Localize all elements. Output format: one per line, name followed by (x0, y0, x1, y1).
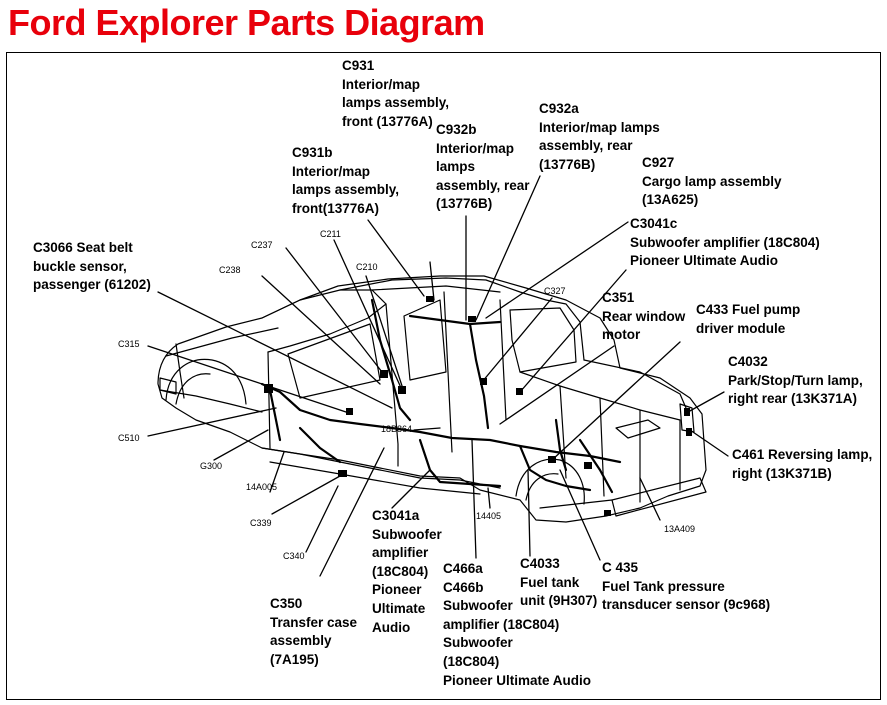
label-18b864: 18B864 (381, 424, 413, 434)
callout-c4033: C4033 Fuel tank unit (9H307) (520, 556, 598, 609)
front-wheel-arch (165, 358, 247, 405)
label-13a409: 13A409 (664, 524, 696, 534)
label-g300: G300 (200, 461, 223, 471)
label-c510: C510 (118, 433, 140, 443)
callout-c931b: C931b Interior/map lamps assembly, front… (292, 145, 400, 216)
rear-wheel-arch (515, 458, 585, 505)
callout-c350: C350 Transfer case assembly (7A195) (270, 596, 358, 667)
label-c327: C327 (544, 286, 566, 296)
callout-c461: C461 Reversing lamp, right (13K371B) (732, 447, 873, 481)
leader-lines (147, 175, 729, 577)
callout-c932b: C932b Interior/map lamps assembly, rear … (436, 122, 530, 212)
callout-c4032: C4032 Park/Stop/Turn lamp, right rear (1… (728, 354, 863, 407)
connectors (264, 296, 692, 516)
label-c339: C339 (250, 518, 272, 528)
callout-c3041c: C3041c Subwoofer amplifier (18C804) Pion… (630, 216, 820, 269)
label-14a005: 14A005 (246, 482, 278, 492)
label-c211: C211 (320, 229, 341, 239)
callout-c435: C 435 Fuel Tank pressure transducer sens… (602, 560, 771, 613)
label-c210: C210 (356, 262, 378, 272)
label-14405: 14405 (476, 511, 502, 521)
callout-c932a: C932a Interior/map lamps assembly, rear … (539, 101, 660, 172)
callout-c3041a: C3041a Subwoofer amplifier (18C804) Pion… (372, 508, 442, 635)
label-c238: C238 (219, 265, 241, 275)
callout-c433: C433 Fuel pump driver module (696, 302, 801, 336)
body-outline (157, 275, 707, 523)
label-c315: C315 (118, 339, 140, 349)
page-title: Ford Explorer Parts Diagram (8, 2, 485, 43)
label-c237: C237 (251, 240, 273, 250)
callout-c3066: C3066 Seat belt buckle sensor, passenger… (33, 240, 151, 293)
callout-c927: C927 Cargo lamp assembly (13A625) (642, 155, 782, 208)
diagram-frame (6, 52, 881, 700)
callout-c466: C466a C466b Subwoofer amplifier (18C804)… (443, 561, 592, 688)
windshield (261, 289, 387, 353)
label-c340: C340 (283, 551, 305, 561)
wiring-harness (260, 298, 622, 494)
callout-c931: C931 Interior/map lamps assembly, front … (342, 58, 450, 129)
callout-c351: C351 Rear window motor (602, 290, 686, 343)
